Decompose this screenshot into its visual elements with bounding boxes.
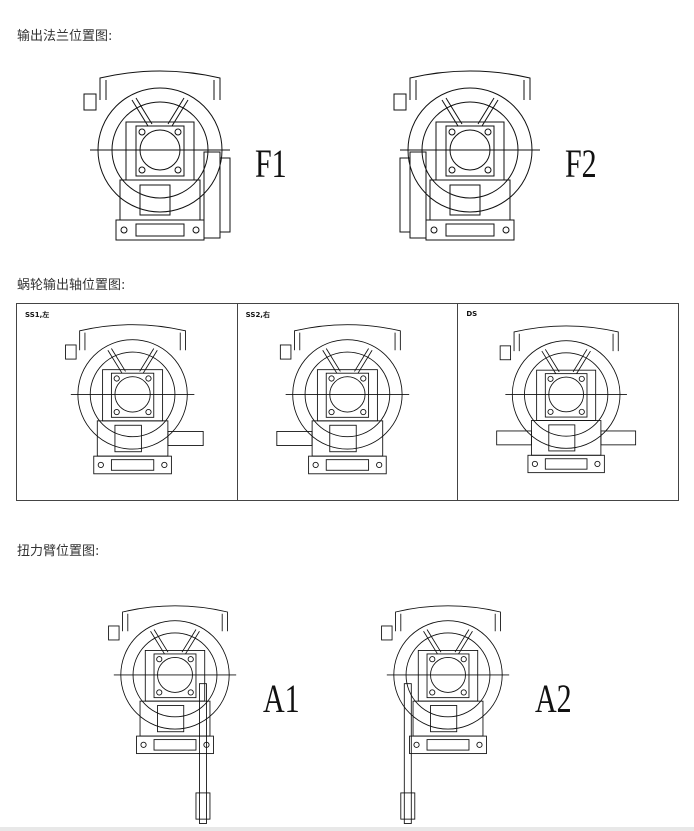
- shaft-position-table: SS1,左 SS2,右 DS: [16, 303, 679, 501]
- label-ss1: SS1,左: [25, 311, 50, 319]
- label-a1: A1: [263, 676, 300, 721]
- bottom-bar: [0, 827, 694, 831]
- label-ds: DS: [466, 310, 478, 318]
- cell-ss2: SS2,右: [238, 304, 459, 500]
- shaft-heading: 蜗轮输出轴位置图:: [17, 278, 126, 293]
- gearbox-drawing-f1: [83, 70, 231, 241]
- gearbox-drawing-ss2: [276, 324, 410, 475]
- cell-ds: DS: [458, 304, 678, 500]
- label-ss2: SS2,右: [245, 311, 270, 319]
- flange-heading: 输出法兰位置图:: [17, 29, 113, 44]
- gearbox-drawing-f2: [393, 70, 541, 241]
- label-a2: A2: [535, 676, 572, 721]
- gearbox-drawing-a2: [381, 605, 510, 824]
- gearbox-drawing-a1: [108, 605, 237, 824]
- label-f2: F2: [565, 141, 597, 186]
- cell-ss1: SS1,左: [17, 304, 238, 500]
- arm-heading: 扭力臂位置图:: [17, 544, 100, 559]
- gearbox-drawing-ss1: [65, 324, 204, 475]
- gearbox-drawing-ds: [496, 325, 637, 474]
- label-f1: F1: [255, 141, 287, 186]
